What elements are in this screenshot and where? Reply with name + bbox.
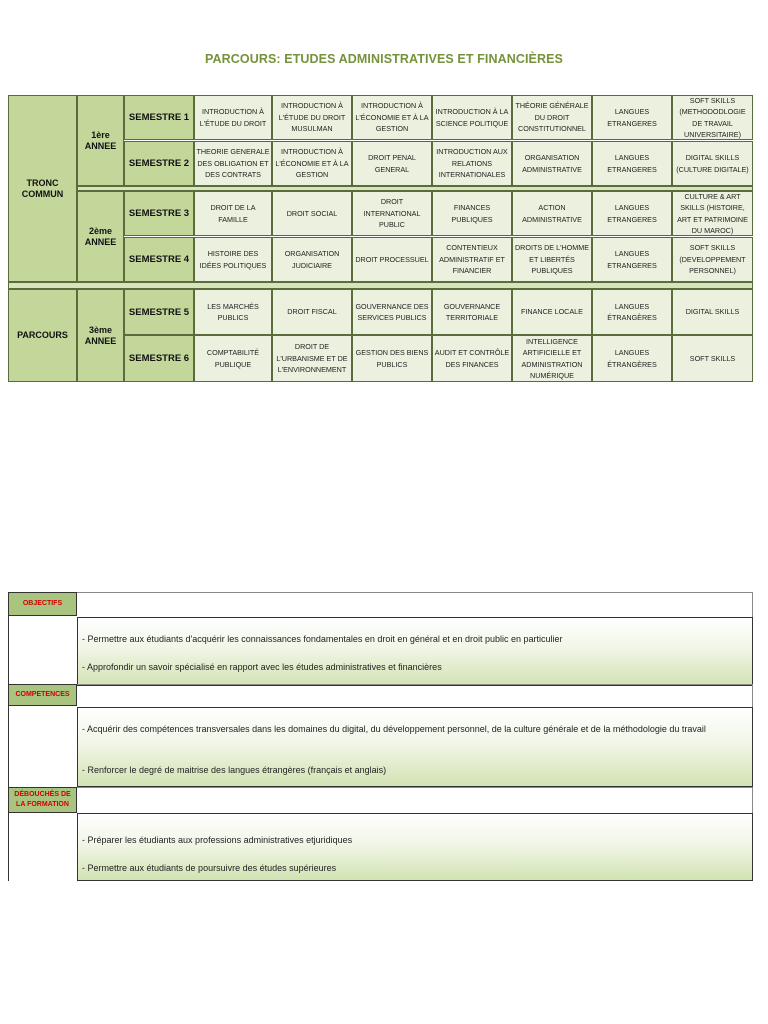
course-cell: INTRODUCTION À L'ÉTUDE DU DROIT MUSULMAN [272, 95, 352, 140]
debouche-item: - Préparer les étudiants aux professions… [82, 835, 353, 845]
year-2: 2ème ANNEE [77, 191, 124, 282]
course-cell: CONTENTIEUX ADMINISTRATIF ET FINANCIER [432, 237, 512, 282]
course-cell: INTRODUCTION AUX RELATIONS INTERNATIONAL… [432, 141, 512, 186]
course-cell: THEORIE GENERALE DES OBLIGATION ET DES C… [194, 141, 272, 186]
course-cell: SOFT SKILLS (METHODODLOGIE DE TRAVAIL UN… [672, 95, 753, 140]
semester-label: SEMESTRE 1 [124, 95, 194, 140]
course-cell: LANGUES ÉTRANGÈRES [592, 289, 672, 335]
section-label-debouches: DÉBOUCHÉS DE LA FORMATION [8, 787, 77, 813]
course-cell: INTRODUCTION À L'ÉCONOMIE ET À LA GESTIO… [272, 141, 352, 186]
course-cell: FINANCES PUBLIQUES [432, 191, 512, 236]
competence-item: - Acquérir des compétences transversales… [82, 724, 706, 734]
course-cell: THÉORIE GÉNÉRALE DU DROIT CONSTITUTIONNE… [512, 95, 592, 140]
course-cell: COMPTABILITÉ PUBLIQUE [194, 335, 272, 382]
course-cell: SOFT SKILLS (DEVELOPPEMENT PERSONNEL) [672, 237, 753, 282]
course-cell: DIGITAL SKILLS (CULTURE DIGITALE) [672, 141, 753, 186]
course-cell: LES MARCHÉS PUBLICS [194, 289, 272, 335]
course-cell: LANGUES ETRANGERES [592, 95, 672, 140]
semester-label: SEMESTRE 3 [124, 191, 194, 236]
objectifs-box: - Permettre aux étudiants d'acquérir les… [77, 617, 753, 686]
semester-label: SEMESTRE 2 [124, 141, 194, 186]
course-cell: ACTION ADMINISTRATIVE [512, 191, 592, 236]
section-label-objectifs: OBJECTIFS [8, 592, 77, 616]
semester-label: SEMESTRE 6 [124, 335, 194, 382]
section-header-line [77, 787, 753, 814]
year-3: 3ème ANNEE [77, 289, 124, 382]
section-left-rule [8, 706, 9, 787]
group-tronc-commun: TRONC COMMUN [8, 95, 77, 282]
course-cell: LANGUES ÉTRANGÈRES [592, 335, 672, 382]
separator-row [77, 186, 753, 191]
course-cell: LANGUES ETRANGERES [592, 141, 672, 186]
course-cell: INTELLIGENCE ARTIFICIELLE ET ADMINISTRAT… [512, 335, 592, 382]
course-cell: DROIT DE L'URBANISME ET DE L'ENVIRONNEME… [272, 335, 352, 382]
course-cell: AUDIT ET CONTRÔLE DES FINANCES [432, 335, 512, 382]
section-left-rule [8, 616, 9, 686]
course-cell: DROITS DE L'HOMME ET LIBERTÉS PUBLIQUES [512, 237, 592, 282]
curriculum-table: TRONC COMMUN PARCOURS 1ère ANNEE 2ème AN… [8, 95, 753, 382]
objectif-item: - Permettre aux étudiants d'acquérir les… [82, 634, 563, 644]
competence-item: - Renforcer le degré de maitrise des lan… [82, 765, 387, 775]
group-parcours: PARCOURS [8, 289, 77, 382]
course-cell: ORGANISATION JUDICIAIRE [272, 237, 352, 282]
course-cell: DROIT DE LA FAMILLE [194, 191, 272, 236]
course-cell: LANGUES ETRANGERES [592, 237, 672, 282]
course-cell: LANGUES ETRANGERES [592, 191, 672, 236]
course-cell: DROIT PENAL GENERAL [352, 141, 432, 186]
course-cell: FINANCE LOCALE [512, 289, 592, 335]
semester-label: SEMESTRE 4 [124, 237, 194, 282]
course-cell: GOUVERNANCE DES SERVICES PUBLICS [352, 289, 432, 335]
section-header-line [77, 592, 753, 617]
semester-label: SEMESTRE 5 [124, 289, 194, 335]
course-cell: ORGANISATION ADMINISTRATIVE [512, 141, 592, 186]
course-cell: DROIT INTERNATIONAL PUBLIC [352, 191, 432, 236]
course-cell: HISTOIRE DES IDÉES POLITIQUES [194, 237, 272, 282]
year-1: 1ère ANNEE [77, 95, 124, 186]
competences-box: - Acquérir des compétences transversales… [77, 707, 753, 787]
section-left-rule [8, 813, 9, 881]
separator-row [8, 282, 753, 289]
course-cell: SOFT SKILLS [672, 335, 753, 382]
section-header-line [77, 684, 753, 707]
course-cell: DIGITAL SKILLS [672, 289, 753, 335]
page-title: PARCOURS: ETUDES ADMINISTRATIVES ET FINA… [205, 52, 563, 66]
course-cell: GOUVERNANCE TERRITORIALE [432, 289, 512, 335]
debouches-box: - Préparer les étudiants aux professions… [77, 813, 753, 881]
course-cell: INTRODUCTION À L'ÉCONOMIE ET À LA GESTIO… [352, 95, 432, 140]
course-cell: DROIT SOCIAL [272, 191, 352, 236]
course-cell: INTRODUCTION À LA SCIENCE POLITIQUE [432, 95, 512, 140]
course-cell: DROIT PROCESSUEL [352, 237, 432, 282]
course-cell: INTRODUCTION À L'ÉTUDE DU DROIT [194, 95, 272, 140]
course-cell: DROIT FISCAL [272, 289, 352, 335]
debouche-item: - Permettre aux étudiants de poursuivre … [82, 863, 337, 873]
course-cell: CULTURE & ART SKILLS (HISTOIRE, ART ET P… [672, 191, 753, 236]
course-cell: GESTION DES BIENS PUBLICS [352, 335, 432, 382]
objectif-item: - Approfondir un savoir spécialisé en ra… [82, 662, 442, 672]
section-label-competences: COMPETENCES [8, 684, 77, 706]
